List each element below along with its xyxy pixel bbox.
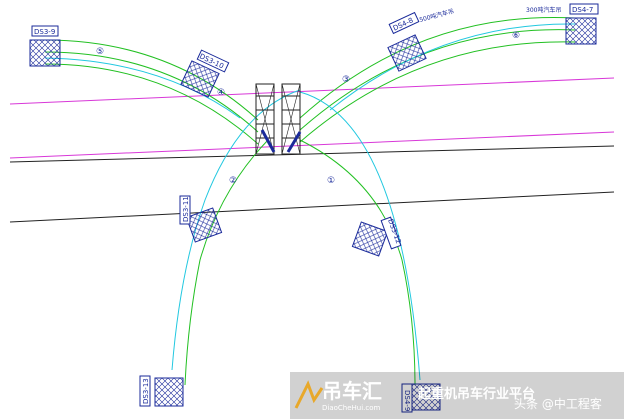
pad-ds3-11: DS3-11 (179, 195, 223, 243)
circle-2: ④ (217, 88, 225, 98)
watermark: 吊车汇 DiaoCheHui.com 起重机吊车行业平台 头条 @中工程客 (290, 372, 624, 419)
circle-3: ③ (342, 75, 350, 85)
crane-note-300: 300吨汽车吊 (526, 6, 561, 14)
label-ds4-9: DS4-9 (403, 390, 411, 411)
circle-markers: ⑤ ④ ③ ② ① ⑥ (96, 31, 520, 186)
watermark-slogan: 起重机吊车行业平台 (417, 386, 535, 402)
circle-1: ⑤ (96, 47, 104, 57)
label-ds4-7: DS4-7 (572, 6, 593, 14)
label-crane-300: 300吨汽车吊 (526, 6, 561, 14)
pad-ds4-7: DS4-7 (565, 3, 599, 45)
green-arc-lower (184, 139, 416, 386)
cyan-arcs (44, 23, 576, 381)
circle-5: ① (327, 176, 335, 186)
pad-ds3-9: DS3-9 (29, 25, 61, 67)
reference-lines (9, 77, 615, 223)
label-crane-500: 500吨汽车吊 (418, 7, 454, 24)
circle-6: ⑥ (512, 31, 520, 41)
green-arcs-right (299, 16, 576, 143)
circle-4: ② (229, 176, 237, 186)
watermark-author: 头条 @中工程客 (514, 396, 602, 411)
pad-ds3-12: DS3-12 (351, 216, 402, 257)
crane-note-500: 500吨汽车吊 (418, 7, 454, 24)
label-ds3-13: DS3-13 (142, 378, 150, 404)
watermark-brand: 吊车汇 (322, 379, 382, 403)
label-ds3-9: DS3-9 (34, 28, 55, 36)
pad-ds4-8: DS4-8 (387, 11, 427, 72)
green-arcs-left (44, 39, 259, 145)
central-tower (255, 83, 302, 155)
watermark-site: DiaoCheHui.com (322, 404, 381, 412)
pad-ds4-9: DS4-9 (401, 383, 441, 413)
brand-logo-icon (294, 380, 324, 409)
pad-ds3-13: DS3-13 (139, 375, 184, 407)
label-ds3-11: DS3-11 (182, 196, 190, 222)
